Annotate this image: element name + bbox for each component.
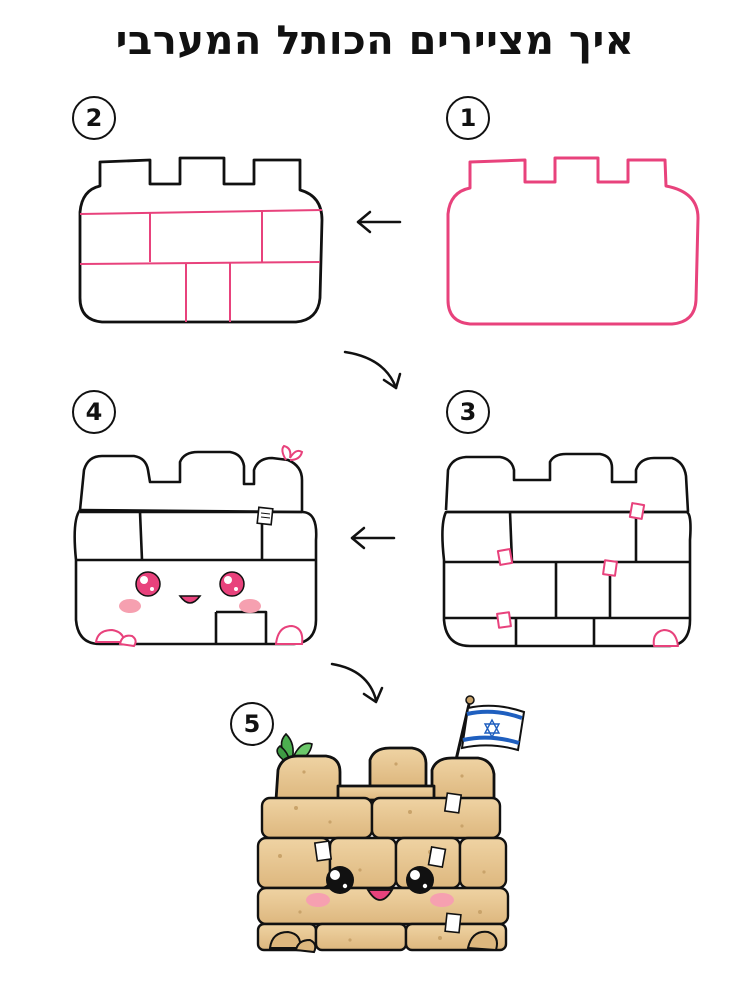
prayer-note-icon (313, 792, 463, 934)
step-badge-5: 5 (230, 702, 274, 746)
step-2-wall-sketch (78, 156, 324, 324)
leaf-sprout-icon (281, 444, 304, 461)
step-number: 5 (243, 710, 261, 738)
arrow-left-icon (356, 210, 402, 234)
step-5-colored-wall (256, 695, 526, 954)
arrow-left-icon (350, 526, 396, 550)
step-4-wall-face (73, 444, 318, 648)
step-badge-4: 4 (72, 390, 116, 434)
step-3-wall-bricks (441, 452, 692, 648)
kawaii-face (306, 866, 454, 907)
step-number: 3 (459, 398, 477, 426)
israel-flag-icon (454, 695, 526, 761)
step-badge-3: 3 (446, 390, 490, 434)
step-badge-2: 2 (72, 96, 116, 140)
page-title: איך מציירים הכותל המערבי (115, 18, 635, 64)
step-number: 2 (85, 104, 103, 132)
curved-arrow-icon (330, 662, 384, 704)
star-of-david-icon (483, 718, 501, 739)
prayer-note-icon (256, 506, 274, 526)
curved-arrow-icon (343, 350, 402, 390)
step-badge-1: 1 (446, 96, 490, 140)
step-number: 1 (459, 104, 477, 132)
step-1-wall-outline (446, 156, 700, 326)
kawaii-face (119, 571, 261, 613)
step-number: 4 (85, 398, 103, 426)
